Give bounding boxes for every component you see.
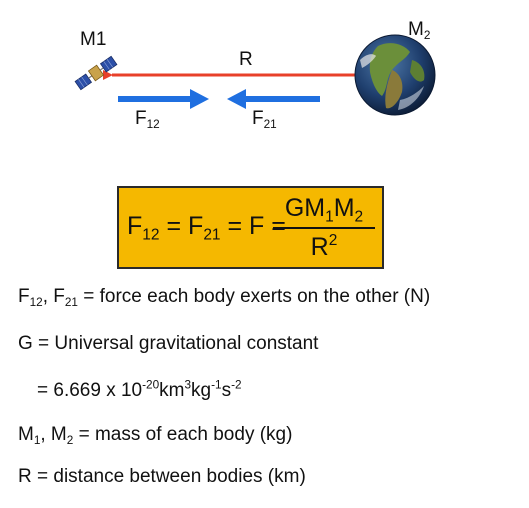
f21-force-arrow (227, 89, 320, 109)
satellite-icon (74, 55, 118, 91)
definition-force: F12, F21 = force each body exerts on the… (18, 286, 431, 310)
definition-g-value: = 6.669 x 10-20km3kg-1s-2 (37, 378, 242, 401)
m1-label: M1 (80, 29, 107, 50)
formula-lhs: F12 = F21 = F = (127, 212, 286, 244)
fraction-bar (273, 227, 375, 229)
earth-icon (354, 34, 436, 116)
r-label: R (239, 49, 253, 70)
f12-label: F12 (135, 108, 160, 132)
formula-denominator: R2 (310, 231, 338, 261)
f12-force-arrow (118, 89, 209, 109)
definition-mass: M1, M2 = mass of each body (kg) (18, 424, 293, 448)
definition-distance: R = distance between bodies (km) (18, 466, 306, 487)
gravitation-formula-box: F12 = F21 = F = GM1M2 R2 (117, 186, 384, 269)
gravity-diagram (74, 34, 436, 116)
formula-fraction: GM1M2 R2 (269, 194, 379, 262)
f21-label: F21 (252, 108, 277, 132)
m2-label: M2 (408, 19, 431, 43)
definition-g: G = Universal gravitational constant (18, 333, 319, 354)
formula-numerator: GM1M2 (284, 194, 364, 226)
